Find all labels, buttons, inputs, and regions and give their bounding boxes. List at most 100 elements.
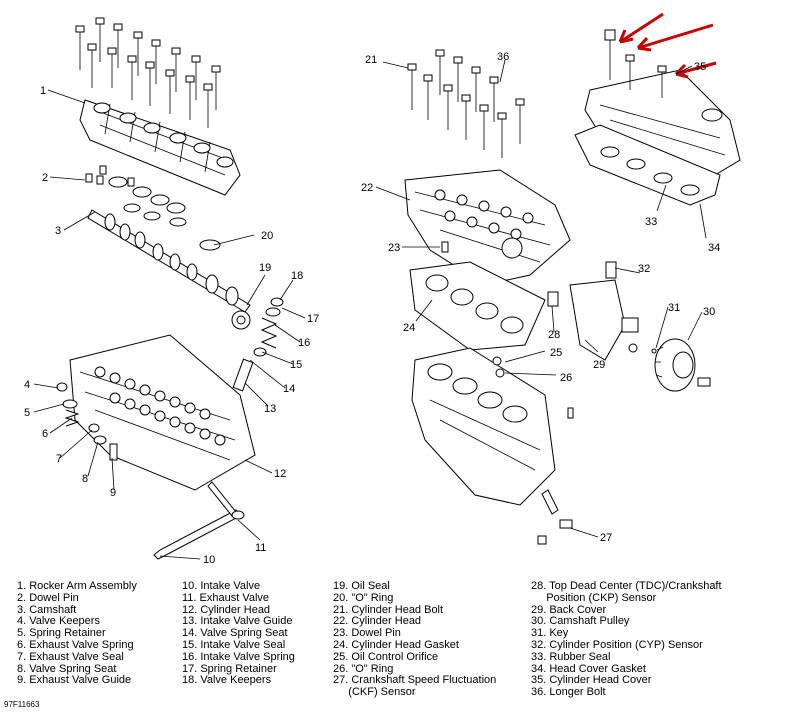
legend-item: 17. Spring Retainer	[182, 662, 277, 675]
legend-column-3: 19. Oil Seal 20. "O" Ring 21. Cylinder H…	[333, 580, 497, 699]
callout-4: 4	[24, 379, 30, 391]
callout-27: 27	[600, 532, 612, 544]
legend-item: 8. Valve Spring Seat	[17, 662, 117, 675]
legend-column-2: 10. Intake Valve 11. Exhaust Valve 12. C…	[182, 580, 295, 687]
callout-14: 14	[283, 383, 295, 395]
legend-item: 5. Spring Retainer	[17, 627, 106, 640]
legend-item: 36. Longer Bolt	[531, 686, 606, 699]
callout-35: 35	[694, 61, 706, 73]
legend-item: 12. Cylinder Head	[182, 603, 271, 616]
legend-item: Position (CKP) Sensor	[531, 591, 657, 604]
legend-item: 7. Exhaust Valve Seal	[17, 650, 124, 663]
legend-item: 23. Dowel Pin	[333, 627, 401, 640]
legend-item: 33. Rubber Seal	[531, 650, 611, 663]
callout-33: 33	[645, 216, 657, 228]
legend-item: 30. Camshaft Pulley	[531, 615, 630, 628]
legend-item: 19. Oil Seal	[333, 580, 390, 592]
right-leader-lines	[375, 59, 707, 538]
callout-6: 6	[42, 428, 48, 440]
legend-item: 27. Crankshaft Speed Fluctuation	[333, 674, 497, 687]
legend-item: 24. Cylinder Head Gasket	[333, 638, 459, 651]
callout-2: 2	[42, 172, 48, 184]
legend-item: 14. Valve Spring Seat	[182, 627, 288, 640]
engine-exploded-diagram: 1 2 3 4 5 6 7 8 9 10 11 12 13 14 15 16 1…	[24, 12, 741, 566]
callout-13: 13	[264, 403, 276, 415]
highlight-arrows	[618, 12, 717, 79]
dowel-pins-and-rings	[85, 165, 221, 251]
legend-item: 4. Valve Keepers	[17, 615, 100, 628]
callout-32: 32	[638, 263, 650, 275]
cylinder-head-cover	[574, 29, 741, 206]
camshaft	[87, 209, 251, 330]
callout-16: 16	[298, 337, 310, 349]
legend-item: 6. Exhaust Valve Spring	[17, 638, 134, 651]
camshaft-pulley	[651, 338, 711, 392]
legend-item: 18. Valve Keepers	[182, 674, 272, 687]
rocker-bolts	[75, 17, 221, 128]
cylinder-head-left	[69, 334, 256, 491]
callout-3: 3	[55, 225, 61, 237]
left-leader-lines	[33, 89, 306, 560]
callout-30: 30	[703, 306, 715, 318]
callout-19: 19	[259, 262, 271, 274]
intake-valve-stack	[232, 297, 284, 392]
callout-labels: 1 2 3 4 5 6 7 8 9 10 11 12 13 14 15 16 1…	[24, 51, 720, 566]
figure-caption: 97F11663	[4, 700, 40, 709]
legend-item: 31. Key	[531, 627, 569, 640]
legend-item: 13. Intake Valve Guide	[182, 615, 293, 628]
callout-34: 34	[708, 242, 720, 254]
legend-item: 25. Oil Control Orifice	[333, 650, 439, 663]
callout-23: 23	[388, 242, 400, 254]
callout-29: 29	[593, 359, 605, 371]
callout-20: 20	[261, 230, 273, 242]
legend-item: 29. Back Cover	[531, 603, 607, 616]
legend-item: 35. Cylinder Head Cover	[531, 674, 652, 687]
engine-block	[411, 347, 556, 506]
legend-item: (CKF) Sensor	[333, 686, 416, 699]
callout-1: 1	[40, 85, 46, 97]
callout-17: 17	[307, 313, 319, 325]
legend-item: 11. Exhaust Valve	[182, 591, 270, 604]
callout-26: 26	[560, 372, 572, 384]
legend-item: 16. Intake Valve Spring	[182, 650, 295, 663]
exhaust-valve-stack	[56, 382, 118, 461]
callout-5: 5	[24, 407, 30, 419]
callout-18: 18	[291, 270, 303, 282]
callout-9: 9	[110, 487, 116, 499]
callout-15: 15	[290, 359, 302, 371]
legend-item: 26. "O" Ring	[333, 662, 394, 675]
legend-item: 20. "O" Ring	[333, 591, 394, 604]
callout-31: 31	[668, 302, 680, 314]
legend-item: 22. Cylinder Head	[333, 615, 422, 628]
callout-21: 21	[365, 54, 377, 66]
legend-item: 34. Head Cover Gasket	[531, 662, 646, 675]
cylinder-head-center	[404, 169, 571, 286]
callout-25: 25	[550, 347, 562, 359]
callout-10: 10	[203, 554, 215, 566]
legend-item: 1. Rocker Arm Assembly	[17, 580, 137, 592]
legend-column-4: 28. Top Dead Center (TDC)/Crankshaft Pos…	[531, 580, 722, 699]
callout-28: 28	[548, 329, 560, 341]
head-gasket	[409, 261, 546, 351]
callout-7: 7	[56, 453, 62, 465]
callout-36: 36	[497, 51, 509, 63]
head-bolts	[407, 49, 525, 158]
callout-24: 24	[403, 322, 415, 334]
legend-item: 15. Intake Valve Seal	[182, 638, 286, 651]
callout-11: 11	[255, 542, 266, 554]
rocker-arm-assembly	[79, 99, 241, 196]
legend-item: 2. Dowel Pin	[17, 591, 79, 604]
legend-item: 3. Camshaft	[17, 603, 77, 616]
callout-12: 12	[274, 468, 286, 480]
callout-8: 8	[82, 473, 88, 485]
legend-item: 10. Intake Valve	[182, 580, 261, 592]
valves	[153, 481, 245, 560]
legend-column-1: 1. Rocker Arm Assembly 2. Dowel Pin 3. C…	[17, 580, 137, 687]
legend-item: 28. Top Dead Center (TDC)/Crankshaft	[531, 580, 722, 592]
legend-item: 21. Cylinder Head Bolt	[333, 603, 444, 616]
back-cover-and-sensors	[569, 261, 639, 361]
legend-item: 32. Cylinder Position (CYP) Sensor	[531, 638, 703, 651]
callout-22: 22	[361, 182, 373, 194]
center-small-parts	[441, 241, 574, 545]
legend-item: 9. Exhaust Valve Guide	[17, 674, 132, 687]
